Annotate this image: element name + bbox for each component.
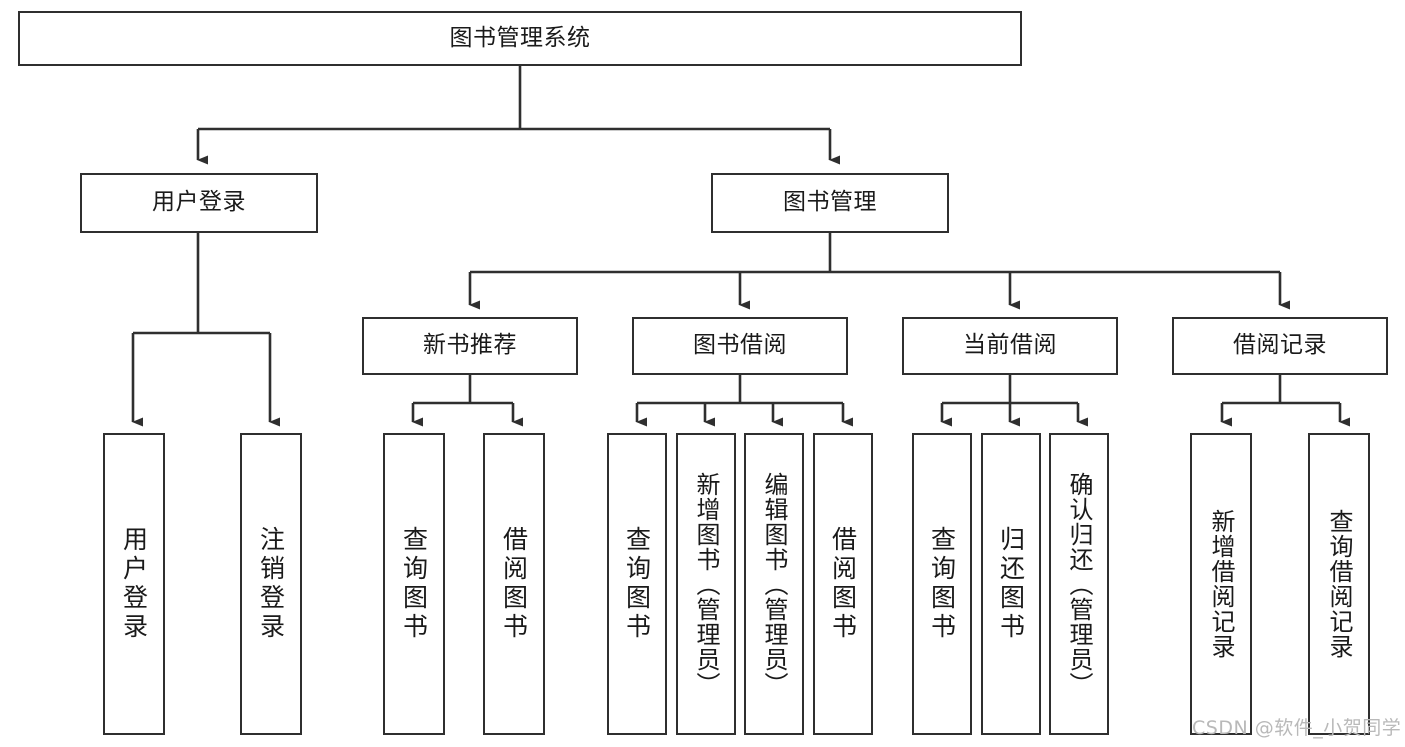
node-book-management-label: 图书管理 [783, 189, 877, 216]
leaf-borrow-borrow-book-label: 借阅图书 [828, 526, 858, 642]
node-new-book-recommend[interactable]: 新书推荐 [362, 317, 578, 375]
leaf-edit-book-admin[interactable]: 编辑图书（管理员） [744, 433, 804, 735]
leaf-confirm-return-admin-label: 确认归还（管理员） [1065, 471, 1093, 697]
node-new-book-recommend-label: 新书推荐 [423, 332, 517, 359]
leaf-recommend-query-book-label: 查询图书 [399, 526, 429, 642]
node-book-borrow-label: 图书借阅 [693, 332, 787, 359]
leaf-add-borrow-record[interactable]: 新增借阅记录 [1190, 433, 1252, 735]
leaf-user-login-label: 用户登录 [119, 526, 149, 642]
leaf-recommend-query-book[interactable]: 查询图书 [383, 433, 445, 735]
leaf-edit-book-admin-label: 编辑图书（管理员） [760, 471, 788, 697]
node-user-login-label: 用户登录 [152, 189, 246, 216]
leaf-query-borrow-record-label: 查询借阅记录 [1325, 509, 1353, 659]
leaf-add-book-admin[interactable]: 新增图书（管理员） [676, 433, 736, 735]
leaf-logout[interactable]: 注销登录 [240, 433, 302, 735]
leaf-recommend-borrow-book[interactable]: 借阅图书 [483, 433, 545, 735]
node-borrow-record[interactable]: 借阅记录 [1172, 317, 1388, 375]
leaf-recommend-borrow-book-label: 借阅图书 [499, 526, 529, 642]
leaf-user-login[interactable]: 用户登录 [103, 433, 165, 735]
node-root-system-label: 图书管理系统 [449, 24, 591, 51]
leaf-logout-label: 注销登录 [256, 526, 286, 642]
node-book-borrow[interactable]: 图书借阅 [632, 317, 848, 375]
node-borrow-record-label: 借阅记录 [1233, 332, 1327, 359]
leaf-borrow-query-book[interactable]: 查询图书 [607, 433, 667, 735]
node-user-login[interactable]: 用户登录 [80, 173, 318, 233]
node-root-system[interactable]: 图书管理系统 [18, 11, 1022, 66]
node-current-borrow[interactable]: 当前借阅 [902, 317, 1118, 375]
leaf-add-book-admin-label: 新增图书（管理员） [692, 471, 720, 697]
leaf-confirm-return-admin[interactable]: 确认归还（管理员） [1049, 433, 1109, 735]
csdn-watermark: CSDN @软件_小贺同学 [1192, 717, 1402, 739]
node-book-management[interactable]: 图书管理 [711, 173, 949, 233]
leaf-borrow-query-book-label: 查询图书 [622, 526, 652, 642]
leaf-current-query-book[interactable]: 查询图书 [912, 433, 972, 735]
node-current-borrow-label: 当前借阅 [963, 332, 1057, 359]
leaf-add-borrow-record-label: 新增借阅记录 [1207, 509, 1235, 659]
leaf-query-borrow-record[interactable]: 查询借阅记录 [1308, 433, 1370, 735]
leaf-current-query-book-label: 查询图书 [927, 526, 957, 642]
leaf-borrow-borrow-book[interactable]: 借阅图书 [813, 433, 873, 735]
leaf-return-book[interactable]: 归还图书 [981, 433, 1041, 735]
leaf-return-book-label: 归还图书 [996, 526, 1026, 642]
